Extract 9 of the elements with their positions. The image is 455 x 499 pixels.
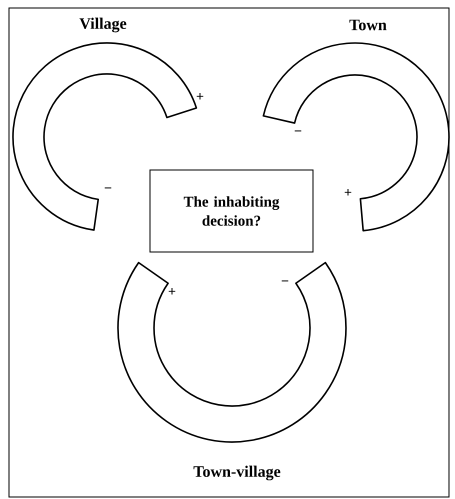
decision-box: The inhabiting decision? xyxy=(150,170,314,252)
node-title: Town xyxy=(349,20,387,30)
polarity-sign: − xyxy=(282,280,288,282)
polarity-sign: − xyxy=(104,187,112,188)
node-title: Town-village xyxy=(194,466,280,480)
polarity-sign: − xyxy=(294,130,302,132)
polarity-sign: + xyxy=(168,288,176,295)
polarity-sign: + xyxy=(344,189,352,196)
node-title: Village xyxy=(79,18,126,32)
